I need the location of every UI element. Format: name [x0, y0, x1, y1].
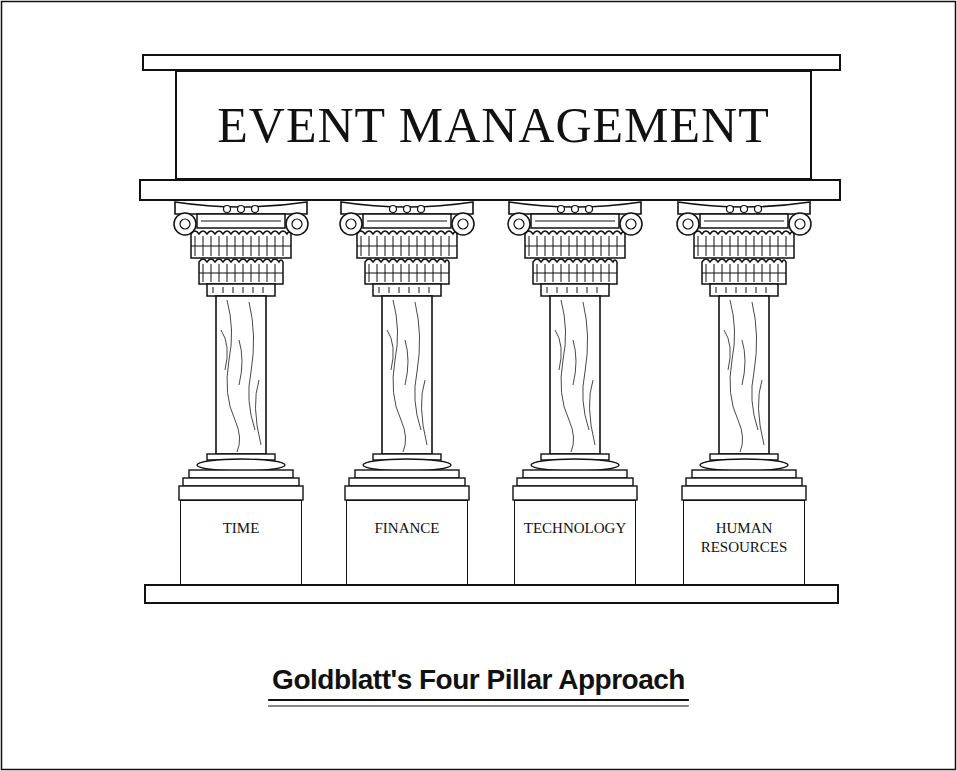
- pillar-base: TECHNOLOGY: [514, 500, 636, 585]
- beam-title: EVENT MANAGEMENT: [217, 98, 770, 153]
- pillar-label: HUMAN RESOURCES: [689, 519, 799, 557]
- pillar-base: HUMAN RESOURCES: [683, 500, 805, 585]
- column: [174, 202, 308, 500]
- pillar-label: TECHNOLOGY: [524, 519, 627, 538]
- architrave-plank: [140, 180, 840, 200]
- column: [508, 202, 642, 500]
- top-plank: [143, 55, 840, 70]
- pillar-base: TIME: [180, 500, 302, 585]
- column: [340, 202, 474, 500]
- pillar-label: TIME: [223, 519, 260, 538]
- pillar-base: FINANCE: [346, 500, 468, 585]
- caption-underline: [268, 705, 689, 706]
- pillar-label: FINANCE: [374, 519, 439, 538]
- caption-row: Goldblatt's Four Pillar Approach: [0, 664, 957, 696]
- title-beam: EVENT MANAGEMENT: [175, 70, 812, 180]
- column: [677, 202, 811, 500]
- caption: Goldblatt's Four Pillar Approach: [272, 664, 685, 696]
- floor-plank: [145, 585, 838, 603]
- caption-underline: [268, 699, 689, 701]
